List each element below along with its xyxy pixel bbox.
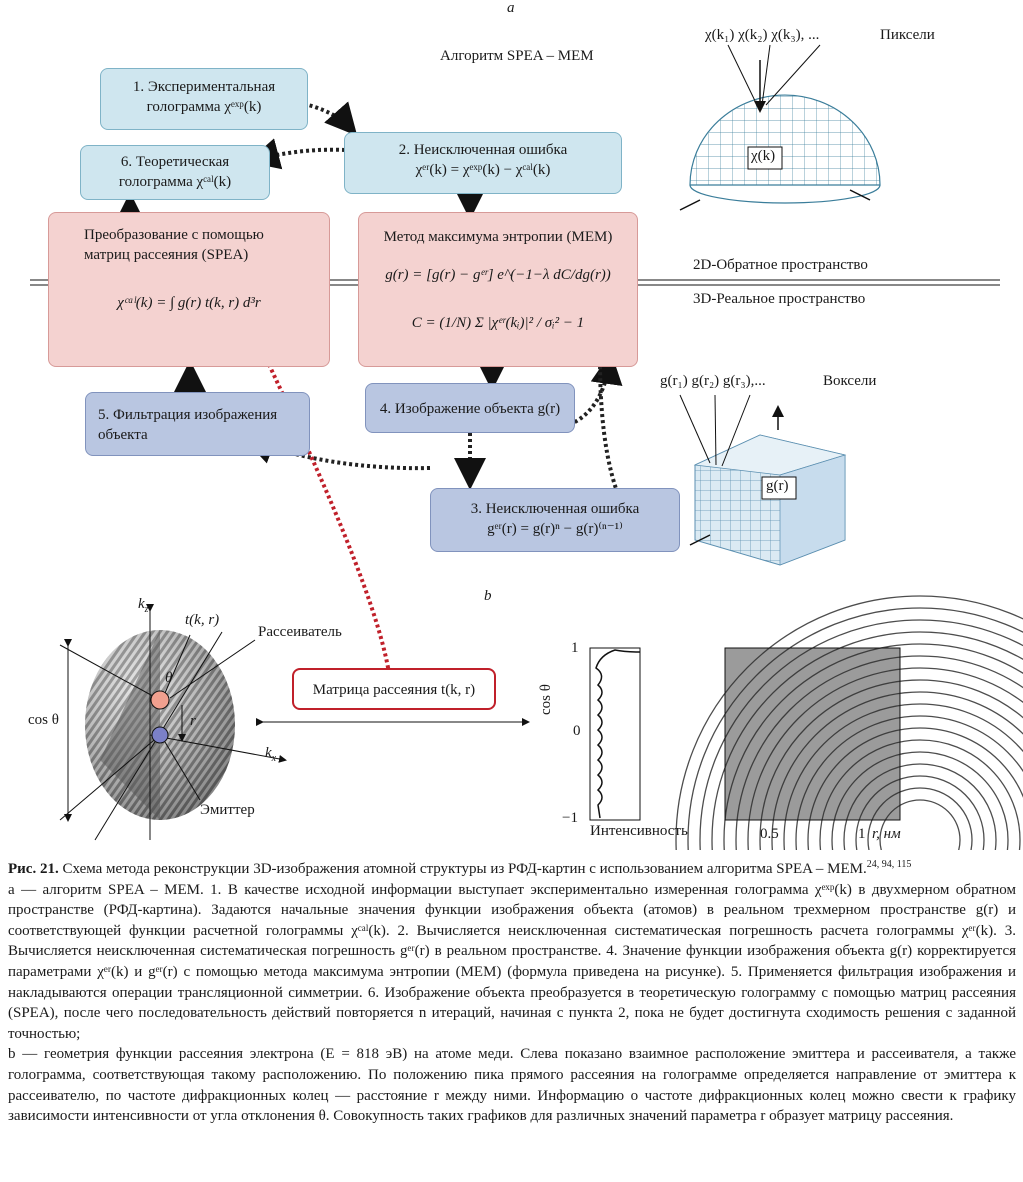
pixel-sphere [679, 44, 881, 211]
image-tick-1: 1 [858, 826, 866, 842]
voxel-cube [679, 394, 847, 566]
theta-label: θ [165, 670, 173, 686]
figure-21: a Алгоритм SPEA – MEM 1. Экспериментальн… [28, 0, 1023, 850]
kx-axis-label: kx [265, 745, 276, 764]
pixel-labels: χ(k₁) χ(k₂) χ(k₃), ... [705, 27, 820, 43]
box-3-line1: 3. Неисключенная ошибка [470, 501, 640, 517]
box-2-line2: χᵉʳ(k) = χᵉˣᵖ(k) − χᶜᵃˡ(k) [415, 162, 551, 178]
voxel-title: Воксели [823, 373, 877, 389]
scattering-geometry [59, 604, 530, 841]
intensity-plot [589, 647, 641, 821]
sphere-center-label: χ(k) [751, 148, 776, 164]
plot-tick-0: 0 [573, 723, 581, 739]
panel-b-label: b [484, 588, 492, 604]
real-space-label: 3D-Реальное пространство [693, 291, 866, 307]
kz-sub: z [144, 604, 149, 615]
caption-title: Схема метода реконструкции 3D-изображени… [62, 861, 867, 877]
kx-sub: x [271, 753, 277, 764]
box-6-theoretical: 6. Теоретическая голограмма χᶜᵃˡ(k) [80, 145, 270, 200]
plot-xlabel: Интенсивность [590, 823, 688, 839]
kx-k: k [265, 745, 272, 761]
box-1-experimental: 1. Экспериментальная голограмма χᵉˣᵖ(k) [100, 68, 308, 130]
caption-refs: 24, 94, 115 [866, 859, 912, 870]
plot-tick-1: 1 [571, 640, 579, 656]
emitter-label: Эмиттер [200, 802, 255, 818]
caption-para-a: a — алгоритм SPEA – MEM. 1. В качестве и… [8, 881, 1016, 1042]
scatterer-label: Рассеиватель [258, 624, 342, 640]
caption-title-line: Рис. 21. Схема метода реконструкции 3D-и… [8, 855, 1016, 880]
spea-formula: χᶜᵃˡ(k) = ∫ g(r) t(k, r) d³r [117, 295, 261, 311]
reciprocal-space-label: 2D-Обратное пространство [693, 257, 868, 273]
spea-line2: матриц рассеяния (SPEA) [84, 247, 249, 263]
box-1-line2: голограмма χᵉˣᵖ(k) [146, 99, 262, 115]
mem-title: Метод максимума энтропии (MEM) [383, 229, 613, 245]
mem-formula-2: C = (1/N) Σ |χᵉʳ(kᵢ)|² / σᵢ² − 1 [411, 315, 585, 331]
box-4-image: 4. Изображение объекта g(r) [365, 383, 575, 433]
box-4-line1: 4. Изображение объекта g(r) [379, 401, 561, 417]
matrix-image [675, 595, 1023, 850]
panel-a-label: a [507, 0, 515, 16]
box-5-filter: 5. Фильтрация изображения объекта [85, 392, 310, 456]
box-spea: Преобразование с помощью матриц рассеяни… [48, 212, 330, 367]
caption-fig-label: Рис. 21. [8, 861, 59, 877]
caption-para-b: b — геометрия функции рассеяния электрон… [8, 1046, 1016, 1125]
pixel-title: Пиксели [880, 27, 935, 43]
box-2-line1: 2. Неисключенная ошибка [398, 142, 568, 158]
box-5-line2: объекта [98, 427, 148, 443]
box-6-line1: 6. Теоретическая [120, 154, 230, 170]
box-2-error: 2. Неисключенная ошибка χᵉʳ(k) = χᵉˣᵖ(k)… [344, 132, 622, 194]
plot-tick-minus1: −1 [562, 810, 578, 826]
mem-formula-1: g(r) = [g(r) − gᵉʳ] e^(−1−λ dC/dg(r)) [385, 267, 611, 283]
box-5-line1: 5. Фильтрация изображения [98, 407, 278, 423]
matrix-label: Матрица рассеяния t(k, r) [312, 682, 476, 698]
box-3-line2: gᵉʳ(r) = g(r)ⁿ − g(r)⁽ⁿ⁻¹⁾ [487, 521, 623, 537]
spea-line1: Преобразование с помощью [84, 227, 264, 243]
voxel-center-label: g(r) [766, 478, 789, 494]
plot-ylabel: cos θ [538, 684, 554, 715]
box-3-error: 3. Неисключенная ошибка gᵉʳ(r) = g(r)ⁿ −… [430, 488, 680, 552]
box-6-line2: голограмма χᶜᵃˡ(k) [118, 174, 232, 190]
kz-k: k [138, 596, 145, 612]
matrix-arrow [250, 327, 392, 681]
cos-theta-label: cos θ [28, 712, 59, 728]
figure-caption: Рис. 21. Схема метода реконструкции 3D-и… [8, 855, 1016, 1127]
algorithm-title: Алгоритм SPEA – MEM [440, 48, 594, 64]
box-mem: Метод максимума энтропии (MEM) g(r) = [g… [358, 212, 638, 367]
r-label: r [190, 713, 196, 729]
kz-axis-label: kz [138, 596, 149, 615]
matrix-box: Матрица рассеяния t(k, r) [292, 668, 496, 710]
image-tick-05: 0.5 [760, 826, 779, 842]
image-unit: r, нм [872, 826, 901, 842]
t-label: t(k, r) [185, 612, 220, 628]
voxel-labels: g(r₁) g(r₂) g(r₃),... [660, 373, 766, 389]
figure-graphics [30, 44, 1023, 850]
box-1-line1: 1. Экспериментальная [132, 79, 276, 95]
